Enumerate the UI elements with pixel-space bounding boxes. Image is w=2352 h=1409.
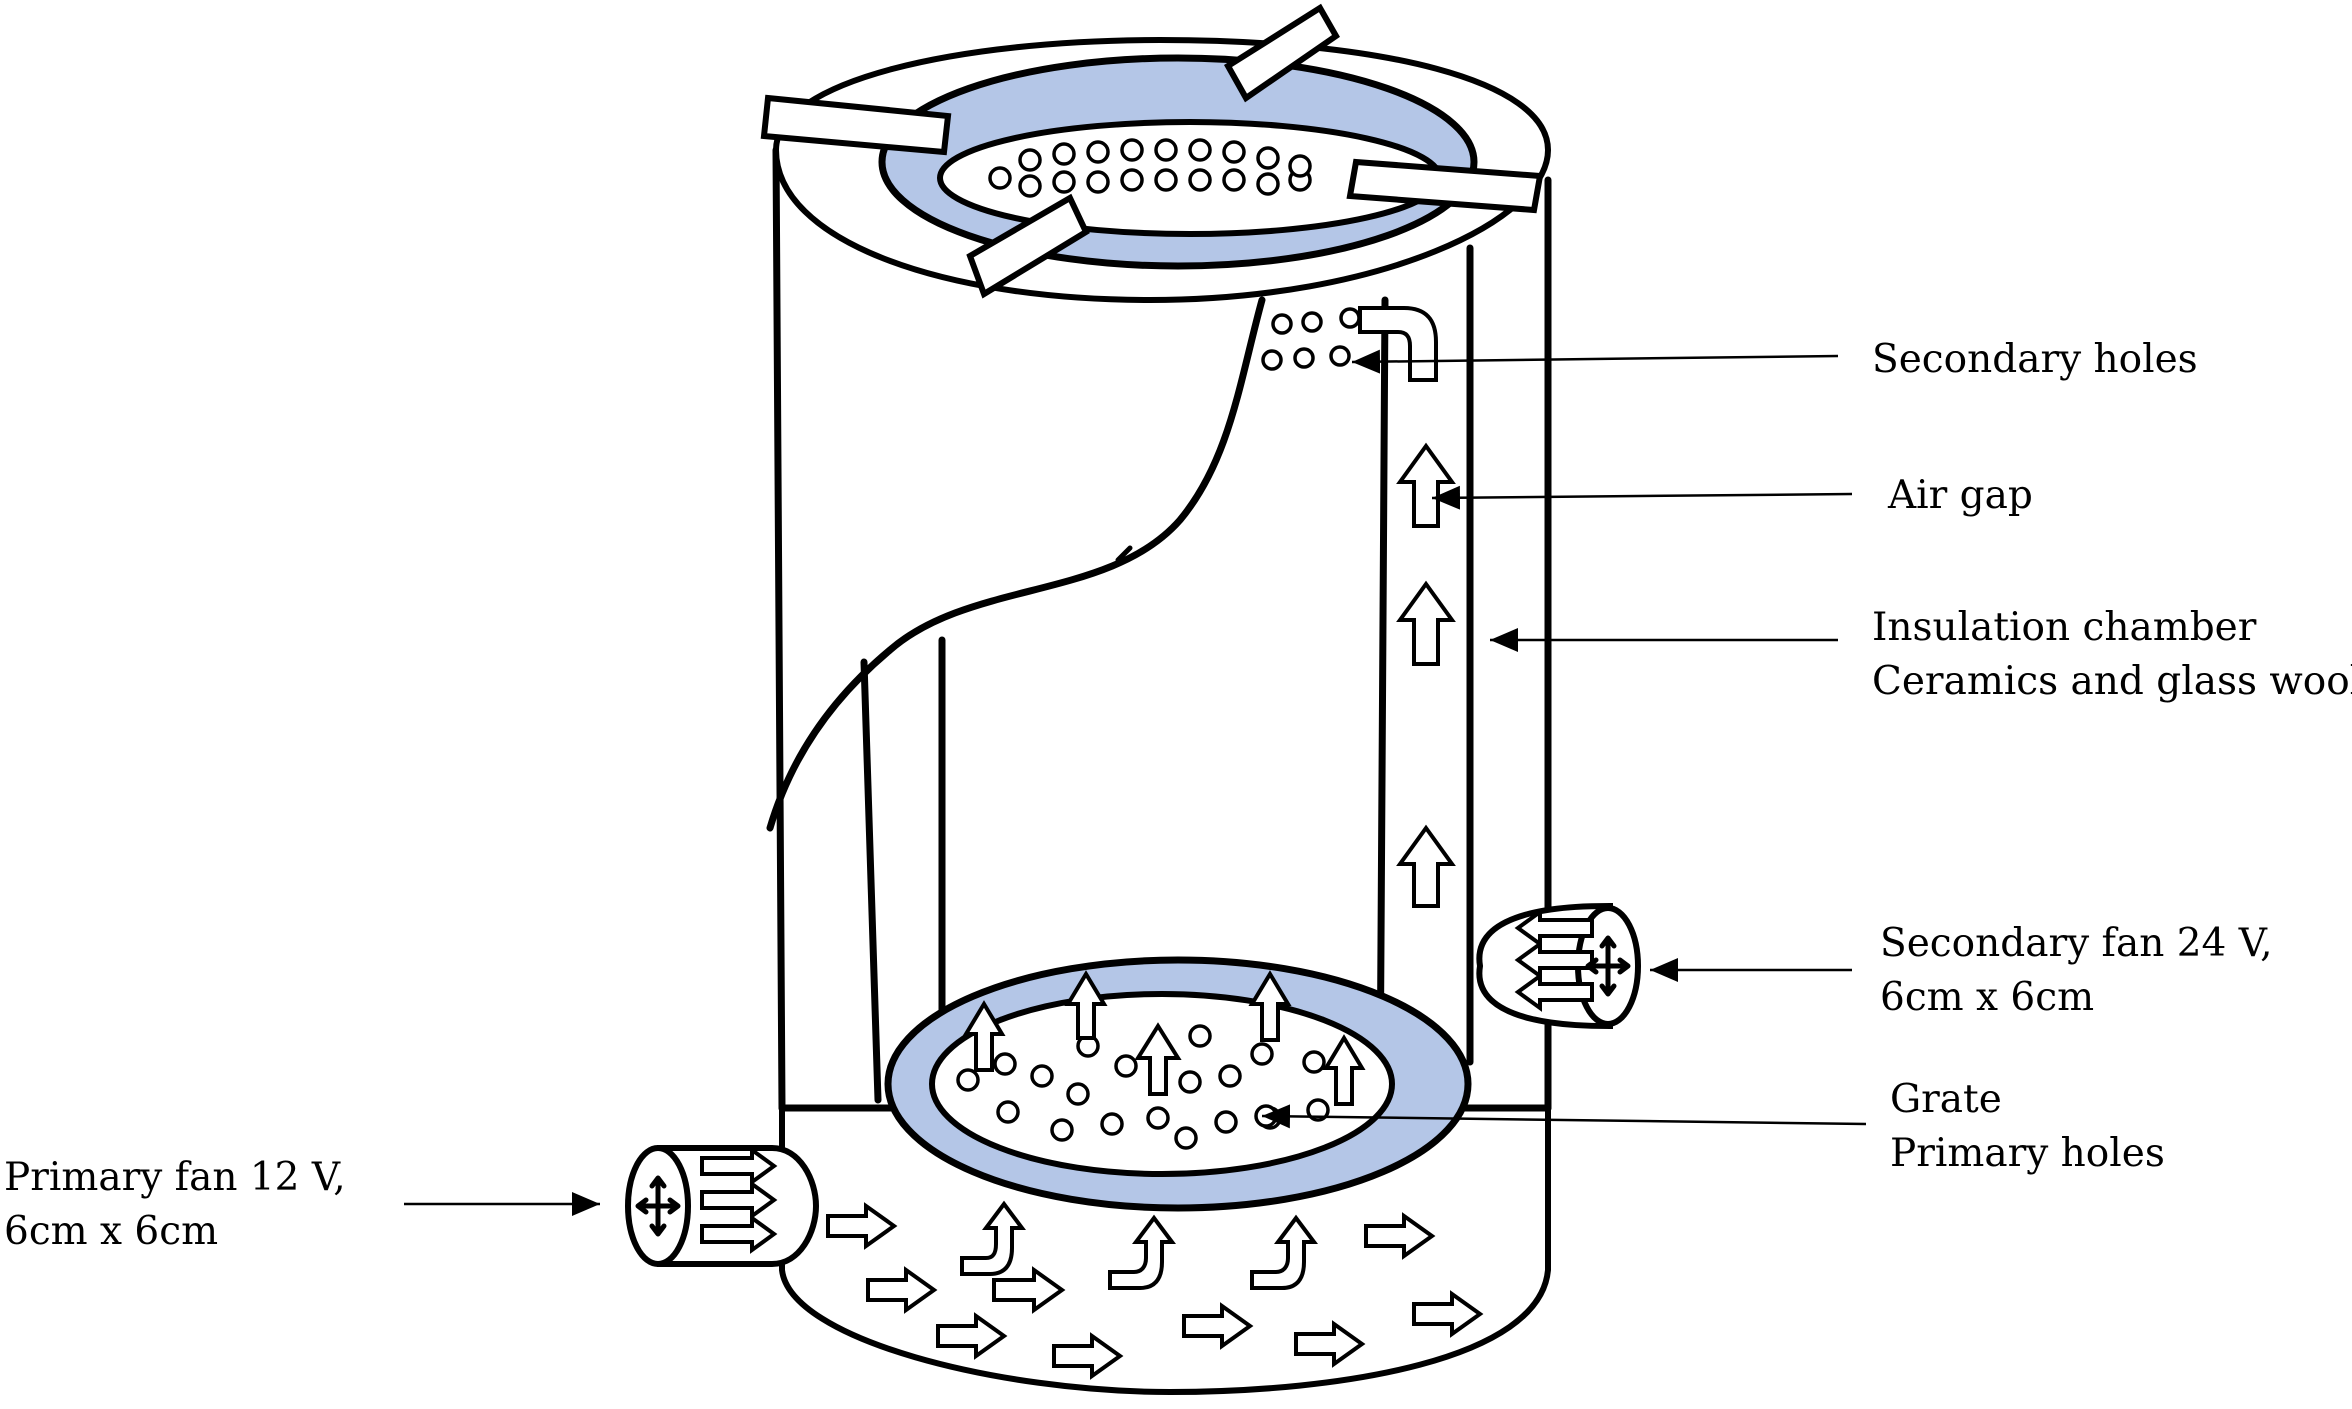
secondary-holes (1261, 307, 1361, 371)
label-insulation-line1: Insulation chamber (1872, 605, 2257, 650)
leader-lines (404, 349, 1867, 1216)
secondary-fan (1476, 902, 1641, 1030)
label-secondary-fan-line1: Secondary fan 24 V, (1880, 921, 2273, 966)
pot-support-right (1346, 158, 1544, 214)
air-duct-hook (1358, 306, 1438, 382)
pot-support-front (966, 193, 1090, 299)
label-secondary-fan-line2: 6cm x 6cm (1880, 975, 2094, 1020)
top-lid (760, 3, 1552, 304)
pot-support-left (760, 94, 952, 156)
label-air-gap: Air gap (1887, 473, 2033, 518)
grate (884, 956, 1472, 1212)
primary-fan (625, 1145, 820, 1267)
air-gap-arrows (1396, 442, 1456, 908)
primary-holes (956, 1024, 1330, 1150)
label-primary-fan-line1: Primary fan 12 V, (4, 1155, 346, 1200)
label-grate-line2: Primary holes (1890, 1131, 2165, 1176)
pot-support-top (1223, 3, 1340, 103)
top-holes (988, 138, 1312, 198)
bottom-flow-arrows (826, 1200, 1484, 1380)
label-primary-fan-line2: 6cm x 6cm (4, 1209, 218, 1254)
label-insulation-line2: Ceramics and glass wool (1872, 659, 2352, 704)
label-grate-line1: Grate (1890, 1077, 2002, 1122)
label-secondary-holes: Secondary holes (1872, 337, 2198, 382)
grate-arrows (962, 970, 1366, 1106)
